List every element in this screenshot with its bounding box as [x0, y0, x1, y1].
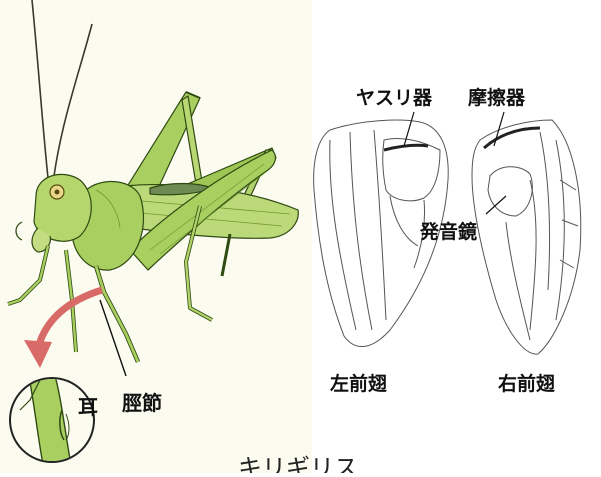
- label-yasuri: ヤスリ器: [356, 87, 433, 109]
- right-forewing-diagram: [472, 120, 581, 354]
- label-hatsuon: 発音鏡: [419, 220, 477, 243]
- label-right-wing: 右前翅: [497, 372, 555, 395]
- diagram-title: キリギリス: [238, 454, 358, 473]
- label-left-wing: 左前翅: [330, 372, 387, 395]
- label-masatsu: 摩擦器: [468, 86, 526, 109]
- label-tibia: 脛節: [122, 391, 162, 415]
- label-ear: 耳: [78, 395, 98, 419]
